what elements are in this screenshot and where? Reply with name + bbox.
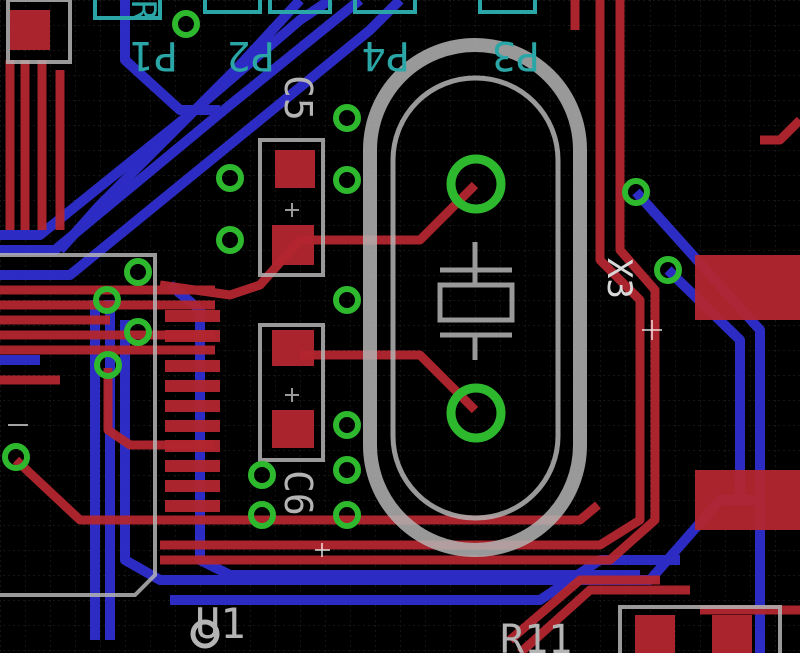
- pad: [165, 480, 220, 492]
- via: [333, 411, 361, 439]
- label-p1: P1: [130, 32, 178, 78]
- pad: [272, 410, 314, 448]
- plus-mark: [285, 203, 299, 217]
- via: [333, 104, 361, 132]
- via-crystal-pin: [446, 383, 506, 443]
- pad: [272, 225, 314, 265]
- header-pin: [478, 0, 537, 14]
- header-pin: [353, 0, 417, 14]
- crystal-symbol: [440, 242, 512, 360]
- label-r11: R11: [500, 617, 572, 653]
- outline-r11: [618, 605, 782, 653]
- top-copper-pads: [10, 10, 800, 653]
- top-trace: [160, 0, 660, 565]
- pad: [165, 500, 220, 512]
- label-p2: P2: [227, 32, 275, 78]
- pad: [635, 615, 675, 653]
- vias-layer: [2, 10, 682, 529]
- plus-mark: [285, 388, 299, 402]
- bottom-trace: [632, 188, 765, 653]
- pad: [165, 460, 220, 472]
- origin-cross: [642, 320, 662, 340]
- pad: [712, 615, 752, 653]
- via: [333, 286, 361, 314]
- pad: [165, 440, 220, 452]
- via: [2, 443, 30, 471]
- component-labels: P1 P2 P4 P3 C5 C6 X3 U1 R11 R: [123, 0, 639, 653]
- top-trace: [160, 0, 645, 550]
- top-trace: [507, 575, 660, 644]
- origin-cross: [315, 543, 330, 557]
- bottom-trace: [664, 266, 745, 500]
- bottom-trace: [0, 0, 404, 280]
- via: [654, 256, 682, 284]
- pad: [695, 470, 800, 530]
- header-pin: [268, 0, 332, 14]
- outline-r: [6, 0, 72, 64]
- label-p3: P3: [492, 32, 540, 78]
- pad: [695, 255, 800, 320]
- top-trace: [170, 501, 601, 525]
- crystal-body: [437, 282, 515, 323]
- header-outline: [93, 0, 537, 20]
- via: [94, 351, 122, 379]
- outline-x3-outer: [363, 38, 587, 557]
- pad: [165, 310, 220, 322]
- outline-c5: [258, 138, 325, 277]
- pad: [165, 360, 220, 372]
- via: [216, 164, 244, 192]
- pin1-marker: [190, 619, 220, 649]
- top-trace: [760, 116, 800, 145]
- label-x3: X3: [599, 258, 639, 299]
- label-r: R: [123, 0, 163, 21]
- top-trace: [516, 585, 690, 653]
- via: [333, 166, 361, 194]
- via: [172, 10, 200, 38]
- pad: [275, 150, 315, 188]
- outline-x3-inner: [390, 75, 561, 521]
- via: [93, 286, 121, 314]
- label-c5: C5: [276, 75, 320, 121]
- outline-u1: [0, 253, 157, 597]
- bottom-trace: [120, 0, 220, 115]
- via: [248, 461, 276, 489]
- pad: [272, 330, 314, 366]
- pad: [165, 330, 220, 342]
- via: [124, 318, 152, 346]
- via: [216, 226, 244, 254]
- label-p4: P4: [362, 32, 410, 78]
- pad: [165, 420, 220, 432]
- header-pin: [93, 0, 162, 20]
- outline-c6: [258, 323, 325, 462]
- silkscreen-layer: [0, 0, 782, 653]
- pad: [10, 10, 50, 50]
- via: [333, 501, 361, 529]
- via: [333, 456, 361, 484]
- via-crystal-pin: [446, 154, 506, 214]
- via: [124, 258, 152, 286]
- bottom-trace: [0, 0, 364, 255]
- label-c6: C6: [276, 470, 320, 516]
- bottom-trace: [170, 555, 680, 605]
- via: [622, 178, 650, 206]
- pad: [165, 380, 220, 392]
- bottom-trace: [56, 0, 304, 254]
- header-pin: [203, 0, 262, 14]
- pad: [165, 400, 220, 412]
- via: [248, 501, 276, 529]
